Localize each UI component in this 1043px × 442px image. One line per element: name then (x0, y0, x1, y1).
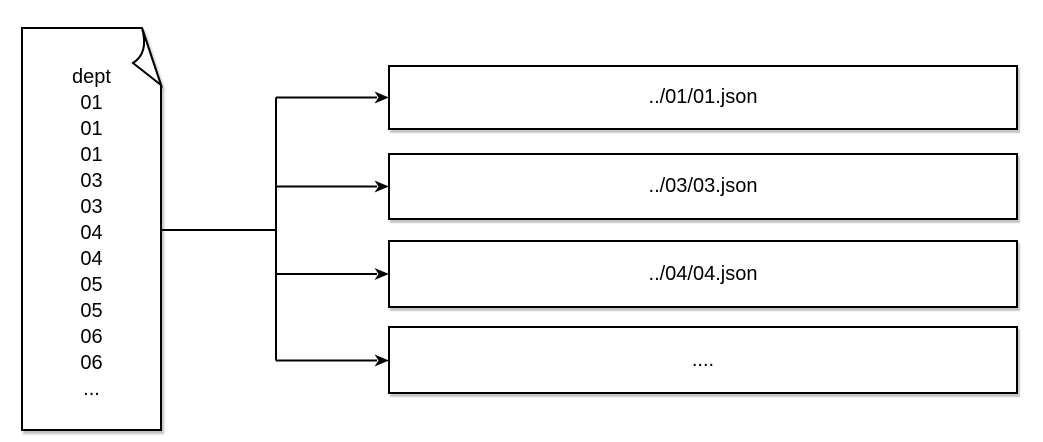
document-line: 05 (80, 274, 103, 296)
arrowhead-icon-4 (374, 354, 389, 367)
document-shape-group (21, 27, 164, 431)
arrowhead-icon-1 (374, 91, 389, 104)
target-box-label: ../04/04.json (648, 262, 758, 285)
document-line: 06 (80, 352, 103, 374)
document-line: 05 (80, 300, 103, 322)
document-line: 06 (80, 326, 103, 348)
document-line: 04 (80, 248, 103, 270)
target-box-1: ../01/01.json (388, 65, 1018, 130)
document-shape (21, 27, 162, 431)
target-box-3: ../04/04.json (388, 240, 1018, 308)
document-line: 01 (80, 118, 103, 140)
target-box-label: ../03/03.json (648, 175, 758, 197)
document-line: 01 (80, 92, 103, 114)
target-box-4: .... (388, 326, 1018, 394)
arrowhead-icon-2 (374, 180, 389, 193)
document-line: 03 (80, 170, 103, 192)
target-box-label: .... (691, 348, 715, 371)
document-line: dept (72, 66, 111, 88)
target-box-label: ../01/01.json (648, 86, 758, 108)
arrowhead-icon-3 (374, 268, 389, 280)
document-fold-corner-icon (131, 27, 164, 88)
document-line: ... (83, 378, 100, 400)
document-line: 03 (80, 196, 103, 218)
document-line: 01 (80, 144, 103, 166)
target-box-2: ../03/03.json (388, 153, 1018, 220)
document-column-list: dept 01 01 01 03 03 04 04 05 05 06 06 ..… (22, 64, 161, 402)
document-line: 04 (80, 222, 103, 244)
